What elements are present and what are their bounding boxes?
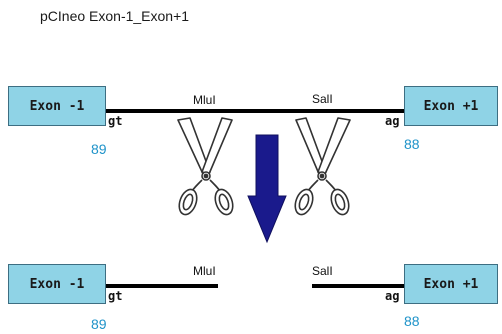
- exon-minus-1-box-top: Exon -1: [8, 86, 106, 126]
- backbone-fragment-right-bottom: [312, 284, 406, 288]
- sali-site-label-top: SalI: [312, 92, 333, 106]
- ag-junction-label-top: ag: [385, 114, 400, 128]
- scissors-icon: [294, 117, 351, 216]
- position-number-left-top: 89: [91, 141, 107, 157]
- backbone-line-top: [106, 109, 406, 113]
- exon-minus-1-box-bottom: Exon -1: [8, 264, 106, 304]
- exon-plus-1-box-bottom: Exon +1: [404, 264, 498, 304]
- diagram-title: pCIneo Exon-1_Exon+1: [40, 8, 190, 24]
- backbone-fragment-left-bottom: [106, 284, 218, 288]
- down-arrow-icon: [247, 134, 287, 244]
- mlui-site-label-bottom: MluI: [193, 264, 216, 278]
- gt-junction-label-bottom: gt: [108, 289, 123, 303]
- position-number-right-bottom: 88: [404, 313, 420, 329]
- scissors-icon: [177, 117, 234, 216]
- mlui-site-label-top: MluI: [193, 93, 216, 107]
- position-number-left-bottom: 89: [91, 316, 107, 332]
- position-number-right-top: 88: [404, 136, 420, 152]
- ag-junction-label-bottom: ag: [385, 289, 400, 303]
- sali-site-label-bottom: SalI: [312, 264, 333, 278]
- gt-junction-label-top: gt: [108, 114, 123, 128]
- exon-plus-1-box-top: Exon +1: [404, 86, 498, 126]
